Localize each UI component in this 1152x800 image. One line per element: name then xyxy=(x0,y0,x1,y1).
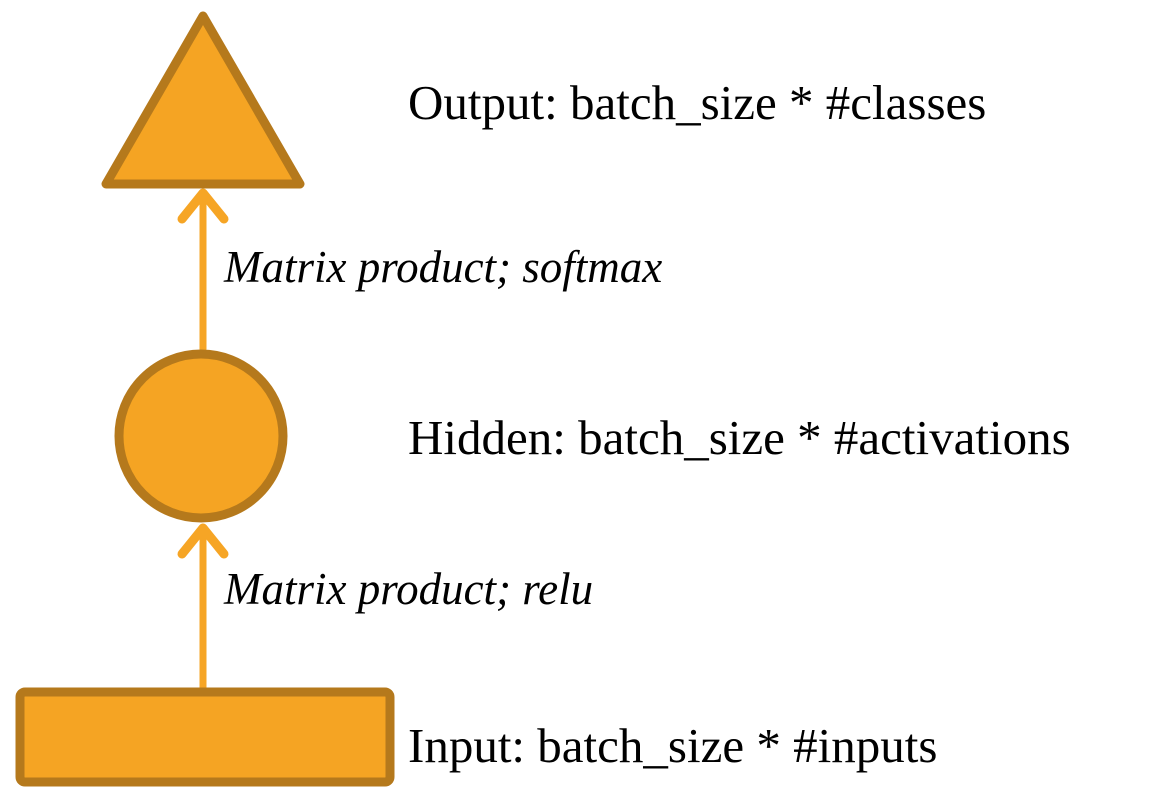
input-node-label: Input: batch_size * #inputs xyxy=(408,718,938,773)
input-rectangle-shape xyxy=(15,687,395,787)
output-triangle-shape xyxy=(101,11,305,189)
hidden-circle-shape xyxy=(114,349,288,523)
arrow-hidden-to-output-icon xyxy=(177,188,229,353)
edge-label-relu: Matrix product; relu xyxy=(224,564,594,614)
hidden-node-label: Hidden: batch_size * #activations xyxy=(408,410,1071,465)
output-node-label: Output: batch_size * #classes xyxy=(408,75,987,130)
arrow-input-to-hidden-icon xyxy=(177,523,229,693)
edge-label-softmax: Matrix product; softmax xyxy=(224,242,663,292)
